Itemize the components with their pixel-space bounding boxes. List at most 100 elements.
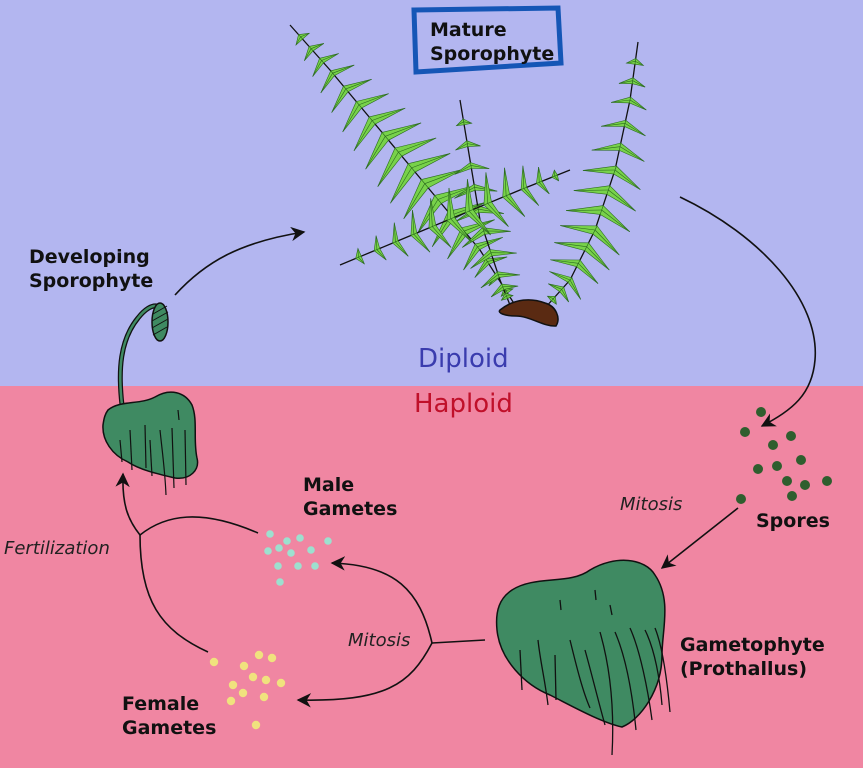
- male-gamete: [283, 537, 291, 545]
- fern-pinna-midrib: [487, 256, 508, 262]
- fern-pinna-midrib: [395, 241, 409, 257]
- fern-pinna-midrib: [505, 288, 514, 291]
- fern-pinna-midrib: [553, 298, 557, 305]
- fern-pinna-midrib: [501, 295, 507, 301]
- fern-pinna-midrib: [463, 121, 472, 124]
- female-gamete: [251, 720, 261, 730]
- fern-pinna-midrib: [629, 99, 647, 111]
- fern-pinna-midrib: [430, 198, 433, 227]
- fern-pinna-midrib: [586, 246, 610, 271]
- fern-pinna-midrib: [385, 122, 422, 137]
- fern-pinna-midrib: [411, 153, 451, 169]
- fern-pinna-midrib: [372, 107, 406, 121]
- arrow-mature-to-spores: [679, 196, 816, 427]
- spores-cluster: [736, 407, 832, 504]
- spore: [822, 476, 832, 486]
- developing-gametophyte-rhizoids: [119, 409, 187, 496]
- spore: [796, 455, 806, 465]
- fern-pinna-midrib: [417, 199, 439, 234]
- fern-pinna-midrib: [353, 120, 373, 152]
- fern-pinna: [455, 140, 469, 151]
- fertilization-label: Fertilization: [4, 538, 110, 559]
- fern-pinna-midrib: [624, 123, 646, 137]
- male-gamete: [311, 562, 319, 570]
- fern-pinna-midrib: [345, 79, 372, 90]
- male-gametes-label-line2: Gametes: [303, 498, 398, 520]
- capsule-stripes: [151, 305, 169, 336]
- fern-pinna-midrib: [358, 93, 389, 106]
- mature-sporophyte-label-line2: Sporophyte: [430, 43, 555, 65]
- gametophyte-prothallus: [495, 559, 666, 728]
- fern-pinna-midrib: [523, 188, 539, 206]
- fern-pinna-midrib: [550, 259, 579, 264]
- fern-pinna-midrib: [390, 167, 412, 204]
- fern-pinna-midrib: [502, 285, 519, 288]
- female-gamete: [259, 692, 269, 702]
- fern-pinna-midrib: [295, 36, 301, 46]
- fern-pinna-midrib: [304, 48, 312, 61]
- male-gametes-cluster: [264, 530, 332, 586]
- male-gamete: [264, 547, 272, 555]
- spore: [786, 431, 796, 441]
- fern-pinna-midrib: [618, 80, 633, 84]
- fern-pinna-midrib: [548, 283, 562, 290]
- fern-pinna-midrib: [539, 182, 550, 195]
- fern-pinna-midrib: [611, 99, 631, 103]
- fern-pinna-midrib: [619, 146, 645, 162]
- fern-pinna: [502, 193, 526, 217]
- rhizome: [498, 299, 559, 327]
- fern-pinna-midrib: [450, 218, 472, 243]
- male-gamete: [275, 544, 283, 552]
- diploid-label: Diploid: [418, 344, 509, 374]
- fern-rachis: [544, 41, 639, 309]
- male-gamete: [296, 534, 304, 542]
- female-gamete: [228, 680, 238, 690]
- mitosis-branch-stem: [431, 639, 486, 644]
- male-gamete: [324, 537, 332, 545]
- fern-pinna-midrib: [463, 246, 478, 271]
- mature-sporophyte-label: Mature Sporophyte: [430, 18, 554, 66]
- fern-pinna: [455, 118, 465, 127]
- developing-sporophyte-stalk-inner: [119, 304, 158, 406]
- female-gametes-label: Female Gametes: [122, 692, 216, 740]
- spore: [740, 427, 750, 437]
- male-gametes-label: Male Gametes: [303, 473, 397, 521]
- fern-pinna-midrib: [310, 43, 324, 49]
- fern-pinna-midrib: [554, 242, 587, 247]
- fern-pinna-midrib: [547, 295, 554, 299]
- fern-pinna-midrib: [635, 61, 644, 66]
- fern-pinna-midrib: [505, 195, 526, 217]
- spores-label: Spores: [756, 510, 830, 532]
- fern-pinna: [462, 226, 486, 248]
- fern-pinna: [464, 209, 491, 236]
- diploid-background: [0, 0, 863, 386]
- female-gamete: [261, 675, 271, 685]
- developing-sporophyte-label-line2: Sporophyte: [29, 270, 154, 292]
- gametophyte-rhizoids: [519, 589, 671, 756]
- fern-pinna-midrib: [358, 257, 365, 265]
- fern-pinna-midrib: [487, 203, 509, 227]
- fern-pinna-midrib: [485, 172, 488, 204]
- fern-pinna-midrib: [321, 53, 339, 61]
- fern-pinna-midrib: [447, 230, 465, 260]
- spore: [787, 491, 797, 501]
- fern-pinna-midrib: [467, 179, 470, 212]
- mature-sporophyte-label-line1: Mature: [430, 19, 507, 41]
- female-gametes-cluster: [209, 650, 286, 730]
- fern-pinna: [610, 96, 632, 104]
- male-gamete: [274, 562, 282, 570]
- female-gametes-label-line1: Female: [122, 693, 200, 715]
- mature-sporophyte-fern: [289, 24, 647, 309]
- spore: [756, 407, 766, 417]
- fern-pinna-midrib: [332, 64, 355, 74]
- gametophyte-label-line1: Gametophyte: [680, 634, 825, 656]
- male-gamete: [307, 546, 315, 554]
- mitosis-spores-label: Mitosis: [620, 494, 683, 515]
- fern-pinna-midrib: [456, 121, 464, 127]
- male-gametes-label-line1: Male: [303, 474, 355, 496]
- fern-pinna-midrib: [393, 222, 396, 242]
- fern-pinna-midrib: [365, 136, 386, 170]
- developing-sporophyte-capsule: [151, 302, 169, 342]
- fern-pinna-midrib: [375, 235, 378, 250]
